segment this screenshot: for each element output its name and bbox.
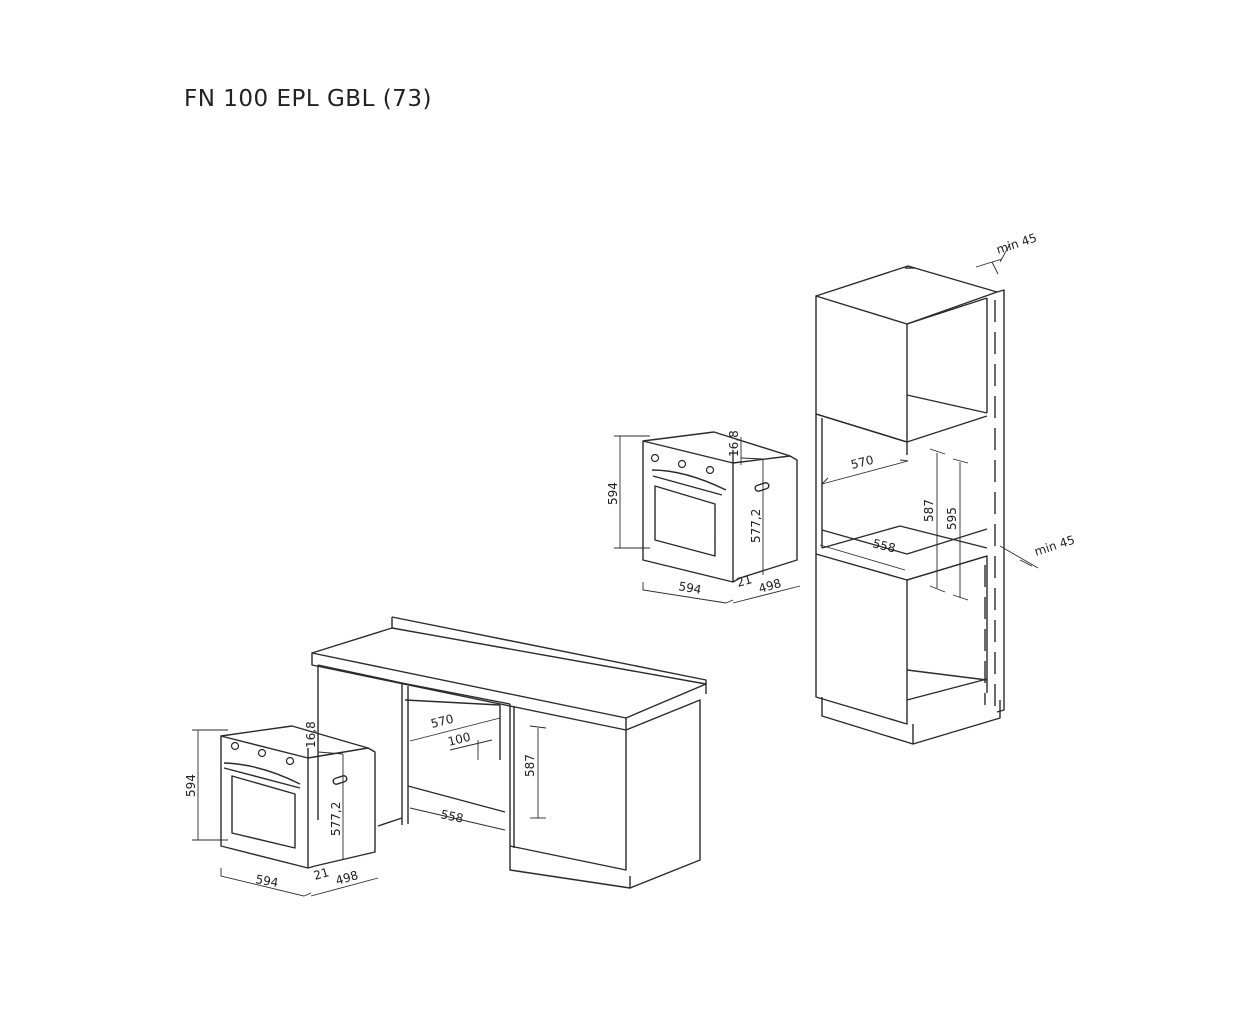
kitchen-counter (311, 616, 707, 889)
oven-upper-top-panel-label: 16,8 (727, 430, 741, 457)
oven-upper-dimensions: 594 594 16,8 577,2 21 498 (606, 430, 801, 604)
page-title: FN 100 EPL GBL (73) (184, 86, 432, 112)
column-niche-base-label: 558 (871, 536, 897, 555)
oven-lower-depth-label: 498 (334, 868, 360, 888)
column-niche-height-label: 587 (922, 499, 936, 522)
oven-upper-depth-label: 498 (757, 576, 783, 596)
column-cabinet (815, 243, 1039, 745)
min-gap-side-label: min 45 (1033, 533, 1077, 559)
min-gap-top-label: min 45 (995, 231, 1039, 257)
column-niche-dimensions: 570 558 587 595 min 45 min 45 (819, 231, 1077, 601)
oven-lower (220, 725, 376, 869)
oven-upper (642, 431, 798, 583)
niche-rear-gap-label: 100 (446, 730, 472, 749)
oven-lower-top-panel-label: 16,8 (304, 721, 318, 748)
oven-lower-width-label: 594 (254, 872, 279, 890)
niche-base-width-label: 558 (439, 807, 464, 825)
oven-upper-height-label: 594 (606, 482, 620, 505)
column-niche-height-max-label: 595 (945, 507, 959, 530)
niche-width-label: 570 (429, 712, 455, 731)
counter-niche-dimensions: 570 100 558 587 (409, 712, 547, 831)
oven-lower-body-height-label: 577,2 (329, 802, 343, 836)
oven-upper-front-label: 21 (735, 572, 754, 590)
column-niche-width-label: 570 (849, 453, 875, 472)
oven-upper-width-label: 594 (677, 579, 702, 597)
oven-lower-height-label: 594 (184, 774, 198, 797)
niche-height-label: 587 (523, 754, 537, 777)
oven-upper-body-height-label: 577,2 (749, 509, 763, 543)
oven-lower-front-label: 21 (312, 865, 331, 883)
oven-lower-dimensions: 594 594 16,8 577,2 21 498 (184, 721, 379, 897)
